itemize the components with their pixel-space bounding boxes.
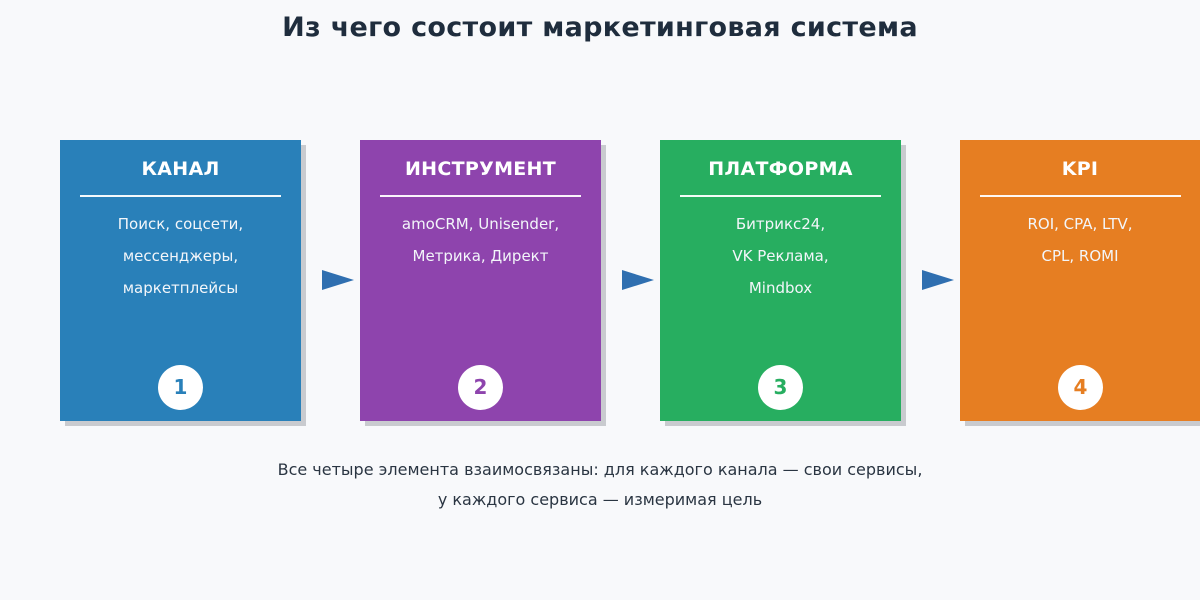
step-number-badge: 4 — [1058, 365, 1103, 410]
card-items: amoCRM, Unisender, Метрика, Директ — [360, 208, 601, 272]
card-item: CPL, ROMI — [1041, 247, 1119, 265]
card-items: Битрикс24, VK Реклама, Mindbox — [660, 208, 901, 304]
step-number-badge: 3 — [758, 365, 803, 410]
card-divider — [80, 195, 281, 197]
arrow-right-icon — [922, 270, 954, 290]
footer-line: у каждого сервиса — измеримая цель — [437, 490, 763, 509]
card-channel: КАНАЛ Поиск, соцсети, мессенджеры, марке… — [60, 140, 301, 421]
step-number-badge: 1 — [158, 365, 203, 410]
card-item: Mindbox — [748, 279, 813, 297]
card-item: amoCRM, Unisender, — [401, 215, 560, 233]
card-item: ROI, CPA, LTV, — [1027, 215, 1133, 233]
card-items: Поиск, соцсети, мессенджеры, маркетплейс… — [60, 208, 301, 304]
card-kpi: KPI ROI, CPA, LTV, CPL, ROMI 4 — [960, 140, 1200, 421]
card-title: KPI — [1061, 158, 1099, 180]
card-item: маркетплейсы — [122, 279, 239, 297]
card-item: Битрикс24, — [735, 215, 826, 233]
card-platform: ПЛАТФОРМА Битрикс24, VK Реклама, Mindbox… — [660, 140, 901, 421]
card-title: КАНАЛ — [141, 158, 220, 180]
page-title: Из чего состоит маркетинговая система — [282, 12, 918, 43]
card-divider — [680, 195, 881, 197]
arrow-right-icon — [322, 270, 354, 290]
card-tool: ИНСТРУМЕНТ amoCRM, Unisender, Метрика, Д… — [360, 140, 601, 421]
card-divider — [380, 195, 581, 197]
card-item: VK Реклама, — [732, 247, 829, 265]
card-title: ПЛАТФОРМА — [708, 158, 853, 180]
card-item: Метрика, Директ — [412, 247, 549, 265]
step-number-badge: 2 — [458, 365, 503, 410]
card-item: мессенджеры, — [122, 247, 239, 265]
card-item: Поиск, соцсети, — [117, 215, 244, 233]
card-title: ИНСТРУМЕНТ — [404, 158, 557, 180]
card-divider — [980, 195, 1181, 197]
footer-line: Все четыре элемента взаимосвязаны: для к… — [277, 460, 923, 479]
arrow-right-icon — [622, 270, 654, 290]
footer-caption: Все четыре элемента взаимосвязаны: для к… — [0, 455, 1200, 515]
card-items: ROI, CPA, LTV, CPL, ROMI — [960, 208, 1200, 272]
